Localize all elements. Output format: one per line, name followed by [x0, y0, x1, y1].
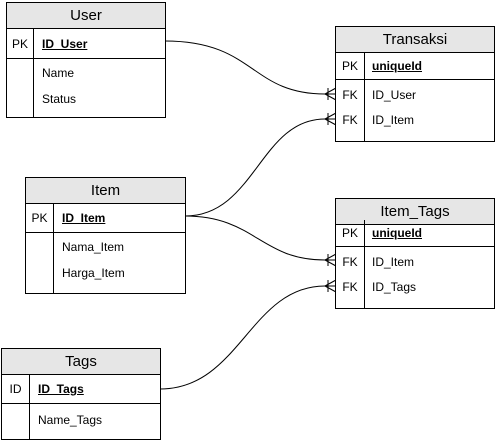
crowfoot-transaksi-id-item — [324, 112, 337, 126]
fk-attribute: ID_Tags — [372, 280, 417, 294]
entity-user[interactable]: User PK ID_User Name Status — [6, 2, 166, 118]
column-divider — [26, 233, 54, 293]
key-label: PK — [26, 204, 54, 232]
fk-label: FK — [342, 255, 358, 269]
entity-tags[interactable]: Tags ID ID_Tags Name_Tags — [1, 348, 161, 440]
link-item-transaksi — [184, 118, 326, 217]
key-row: PK uniqueId — [336, 53, 494, 80]
link-item-itemtags — [184, 215, 326, 261]
entity-title: User — [7, 3, 165, 29]
key-row: PK ID_User — [7, 29, 165, 59]
column-divider — [2, 404, 30, 439]
key-name: ID_User — [42, 36, 88, 51]
crowfoot-itemtags-id-item — [324, 253, 337, 267]
key-label: ID — [2, 375, 30, 403]
fk-label: FK — [342, 280, 358, 294]
key-name: ID_Item — [62, 211, 106, 225]
entity-title: Tags — [2, 349, 160, 375]
fk-attribute: ID_User — [372, 88, 417, 102]
fk-label: FK — [342, 88, 358, 102]
key-label: PK — [7, 29, 34, 58]
entity-item[interactable]: Item PK ID_Item Nama_Item Harga_Item — [25, 177, 186, 294]
key-row: PK ID_Item — [26, 204, 185, 233]
fk-attribute: ID_Item — [372, 255, 415, 269]
attribute: Name — [42, 66, 75, 80]
link-tags-itemtags — [159, 285, 326, 390]
key-row: PK uniqueId — [336, 220, 494, 247]
attribute: Status — [42, 92, 77, 106]
attribute: Name_Tags — [38, 413, 103, 427]
entity-title: Item — [26, 178, 185, 204]
column-divider — [7, 59, 34, 117]
column-divider — [336, 247, 365, 308]
key-row: ID ID_Tags — [2, 375, 160, 404]
key-label: PK — [336, 53, 365, 79]
crowfoot-transaksi-id-user — [324, 87, 337, 101]
key-name: uniqueId — [372, 59, 422, 73]
entity-title: Transaksi — [336, 27, 494, 53]
key-label: PK — [336, 220, 365, 246]
entity-transaksi[interactable]: Transaksi PK uniqueId FK ID_User FK ID_I… — [335, 26, 495, 142]
entity-title: Item_Tags — [336, 199, 494, 225]
link-user-transaksi — [164, 40, 326, 95]
key-name: ID_Tags — [38, 382, 84, 396]
fk-label: FK — [342, 113, 358, 127]
column-divider — [336, 80, 365, 141]
attribute: Harga_Item — [62, 266, 125, 280]
key-name: uniqueId — [372, 226, 422, 240]
attribute: Nama_Item — [62, 240, 125, 254]
crowfoot-itemtags-id-tags — [324, 279, 337, 293]
entity-item-tags[interactable]: Item_Tags PK uniqueId FK ID_Item FK ID_T… — [335, 198, 495, 309]
fk-attribute: ID_Item — [372, 113, 415, 127]
